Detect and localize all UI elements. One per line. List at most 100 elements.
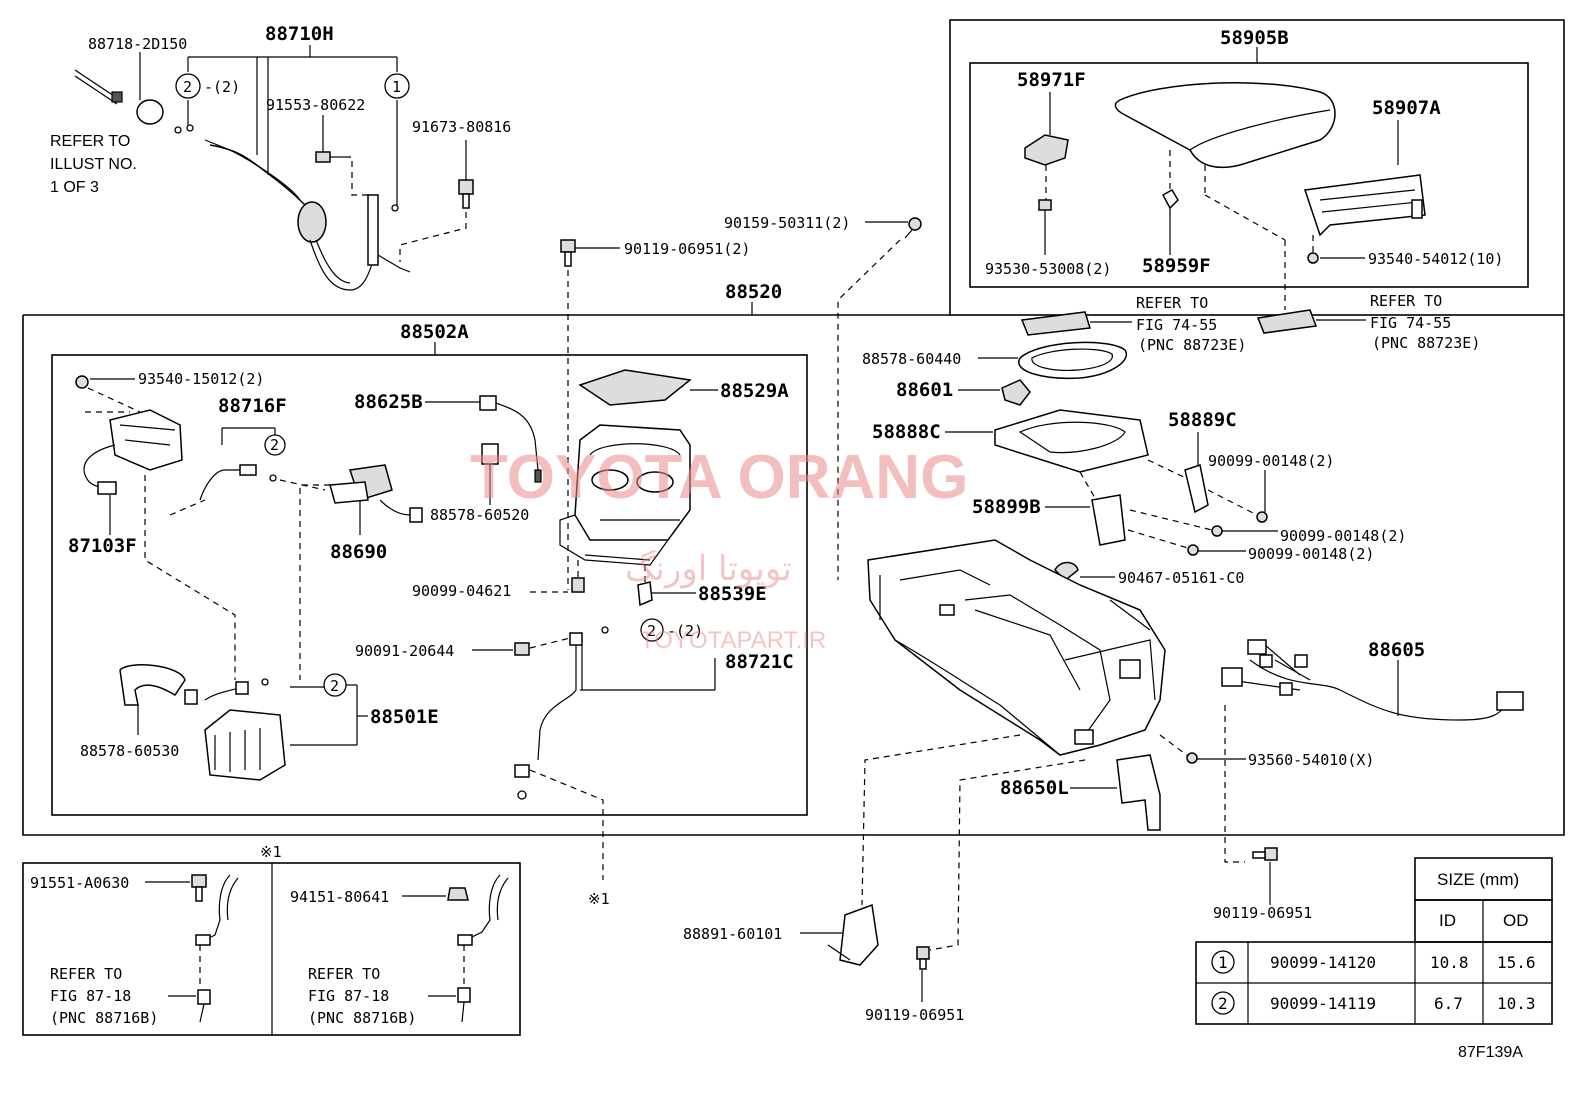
unit-88501E	[184, 678, 286, 781]
bracket-88891-60101	[827, 903, 879, 966]
refer-illust-line3: 1 OF 3	[50, 179, 99, 196]
label-88539E: 88539E	[698, 583, 767, 605]
armrest-subframe	[969, 62, 1529, 288]
clip-88539E	[637, 581, 653, 607]
mark-x1-top: ※1	[260, 843, 282, 861]
mat-a	[1020, 311, 1091, 336]
size-table	[1195, 857, 1553, 1025]
label-58971F: 58971F	[1017, 69, 1086, 91]
label-94151-80641: 94151-80641	[290, 888, 389, 906]
label-88625B: 88625B	[354, 391, 423, 413]
label-58959F: 58959F	[1142, 255, 1211, 277]
refer-fig74-a-line2: FIG 74-55	[1136, 316, 1217, 334]
circle-1-marker	[384, 73, 410, 99]
label-88721C: 88721C	[725, 651, 794, 673]
label-93540-15012: 93540-15012(2)	[138, 370, 264, 388]
svg-text:2: 2	[330, 677, 339, 695]
refer-illust-line2: ILLUST NO.	[50, 156, 137, 173]
refer-fig74-b-line1: REFER TO	[1370, 292, 1442, 310]
bolt-90091-20644	[514, 642, 530, 656]
screw-93540-54012	[1307, 252, 1319, 264]
hinge-58907A	[1304, 174, 1426, 237]
clip-58959F	[1161, 188, 1179, 210]
label-91553-80622: 91553-80622	[266, 96, 365, 114]
bolt-90119-06951-right	[1252, 847, 1278, 861]
label-93540-54012: 93540-54012(10)	[1368, 250, 1503, 268]
bracket-58889C	[1184, 464, 1209, 514]
screw-93560-54010	[1186, 752, 1198, 764]
bolt-91673-80816	[458, 179, 474, 209]
label-90159-50311: 90159-50311(2)	[724, 214, 850, 232]
refer-fig74-b-line3: (PNC 88723E)	[1372, 334, 1480, 352]
label-58907A: 58907A	[1372, 97, 1441, 119]
watermark-main: TOYOTA ORANG	[470, 443, 968, 512]
gasket-88578-60440	[1018, 341, 1128, 380]
label-58899B: 58899B	[972, 496, 1041, 518]
harness-88605	[1221, 639, 1524, 721]
bracket-58899B	[1091, 494, 1126, 546]
mat-88529A	[578, 369, 692, 406]
size-row-1-part: 90099-14120	[1270, 953, 1376, 972]
label-88650L: 88650L	[1000, 777, 1069, 799]
label-88690: 88690	[330, 541, 387, 563]
refer-fig87-b-line2: FIG 87-18	[308, 987, 389, 1005]
detail-bolt-91551	[191, 874, 239, 1023]
size-row-2-part: 90099-14119	[1270, 994, 1376, 1013]
switch-87103F	[83, 409, 183, 495]
label-88520: 88520	[725, 281, 782, 303]
size-table-col-id: ID	[1439, 911, 1456, 930]
screw-93530-53008	[1038, 199, 1052, 211]
detail-nut-94151	[447, 874, 509, 1023]
size-row-1-key: 1	[1218, 953, 1228, 972]
latch-58971F	[1024, 134, 1069, 166]
label-88578-60520: 88578-60520	[430, 506, 529, 524]
cable-88716F	[199, 464, 277, 501]
svg-text:2: 2	[270, 436, 279, 454]
label-90119-06951-b: 90119-06951	[865, 1006, 964, 1024]
svg-text:2: 2	[183, 78, 192, 96]
refer-illust-line1: REFER TO	[50, 133, 130, 150]
cable-88710H	[74, 69, 411, 291]
label-88891-60101: 88891-60101	[683, 925, 782, 943]
refer-fig74-a-line3: (PNC 88723E)	[1138, 336, 1246, 354]
label-90091-20644: 90091-20644	[355, 642, 454, 660]
label-93560-54010: 93560-54010(X)	[1248, 751, 1374, 769]
hose-88578-60530	[119, 664, 186, 706]
refer-fig87-a-line3: (PNC 88716B)	[50, 1009, 158, 1027]
label-88501E: 88501E	[370, 706, 439, 728]
screw-93540-15012	[75, 375, 89, 389]
label-88605: 88605	[1368, 639, 1425, 661]
bezel-58888C	[994, 409, 1149, 473]
mat-b	[1256, 309, 1318, 334]
label-90099-00148-c: 90099-00148(2)	[1248, 545, 1374, 563]
size-row-1-id: 10.8	[1430, 953, 1469, 972]
label-90099-00148-b: 90099-00148(2)	[1280, 527, 1406, 545]
refer-fig87-a-line2: FIG 87-18	[50, 987, 131, 1005]
cup-holder-box	[559, 424, 691, 566]
label-qty-2-b: -(2)	[667, 622, 703, 640]
label-88578-60440: 88578-60440	[862, 350, 961, 368]
bolt-90119-06951-bottom	[916, 946, 930, 970]
bolt-90119-06951-top	[560, 239, 576, 267]
svg-text:2: 2	[647, 622, 656, 640]
screw-90099-00148-c	[1187, 544, 1199, 556]
label-90099-04621: 90099-04621	[412, 582, 511, 600]
label-88718-2D150: 88718-2D150	[88, 35, 187, 53]
refer-fig74-b-line2: FIG 74-55	[1370, 314, 1451, 332]
label-90119-06951-2: 90119-06951(2)	[624, 240, 750, 258]
label-87103F: 87103F	[68, 535, 137, 557]
label-88601: 88601	[896, 379, 953, 401]
armrest-lid-58905B	[1114, 81, 1336, 169]
size-row-2-id: 6.7	[1434, 994, 1463, 1013]
watermark-url: TOYOTAPART.IR	[640, 627, 826, 654]
label-90099-00148-a: 90099-00148(2)	[1208, 452, 1334, 470]
right-upper-frame	[949, 19, 1565, 316]
mark-x1-bottom: ※1	[588, 890, 610, 908]
ecu-88650L	[1116, 754, 1161, 831]
size-table-title: SIZE (mm)	[1437, 870, 1519, 889]
figure-code: 87F139A	[1458, 1044, 1523, 1061]
label-88502A: 88502A	[400, 321, 469, 343]
refer-fig87-b-line3: (PNC 88716B)	[308, 1009, 416, 1027]
label-88716F: 88716F	[218, 395, 287, 417]
